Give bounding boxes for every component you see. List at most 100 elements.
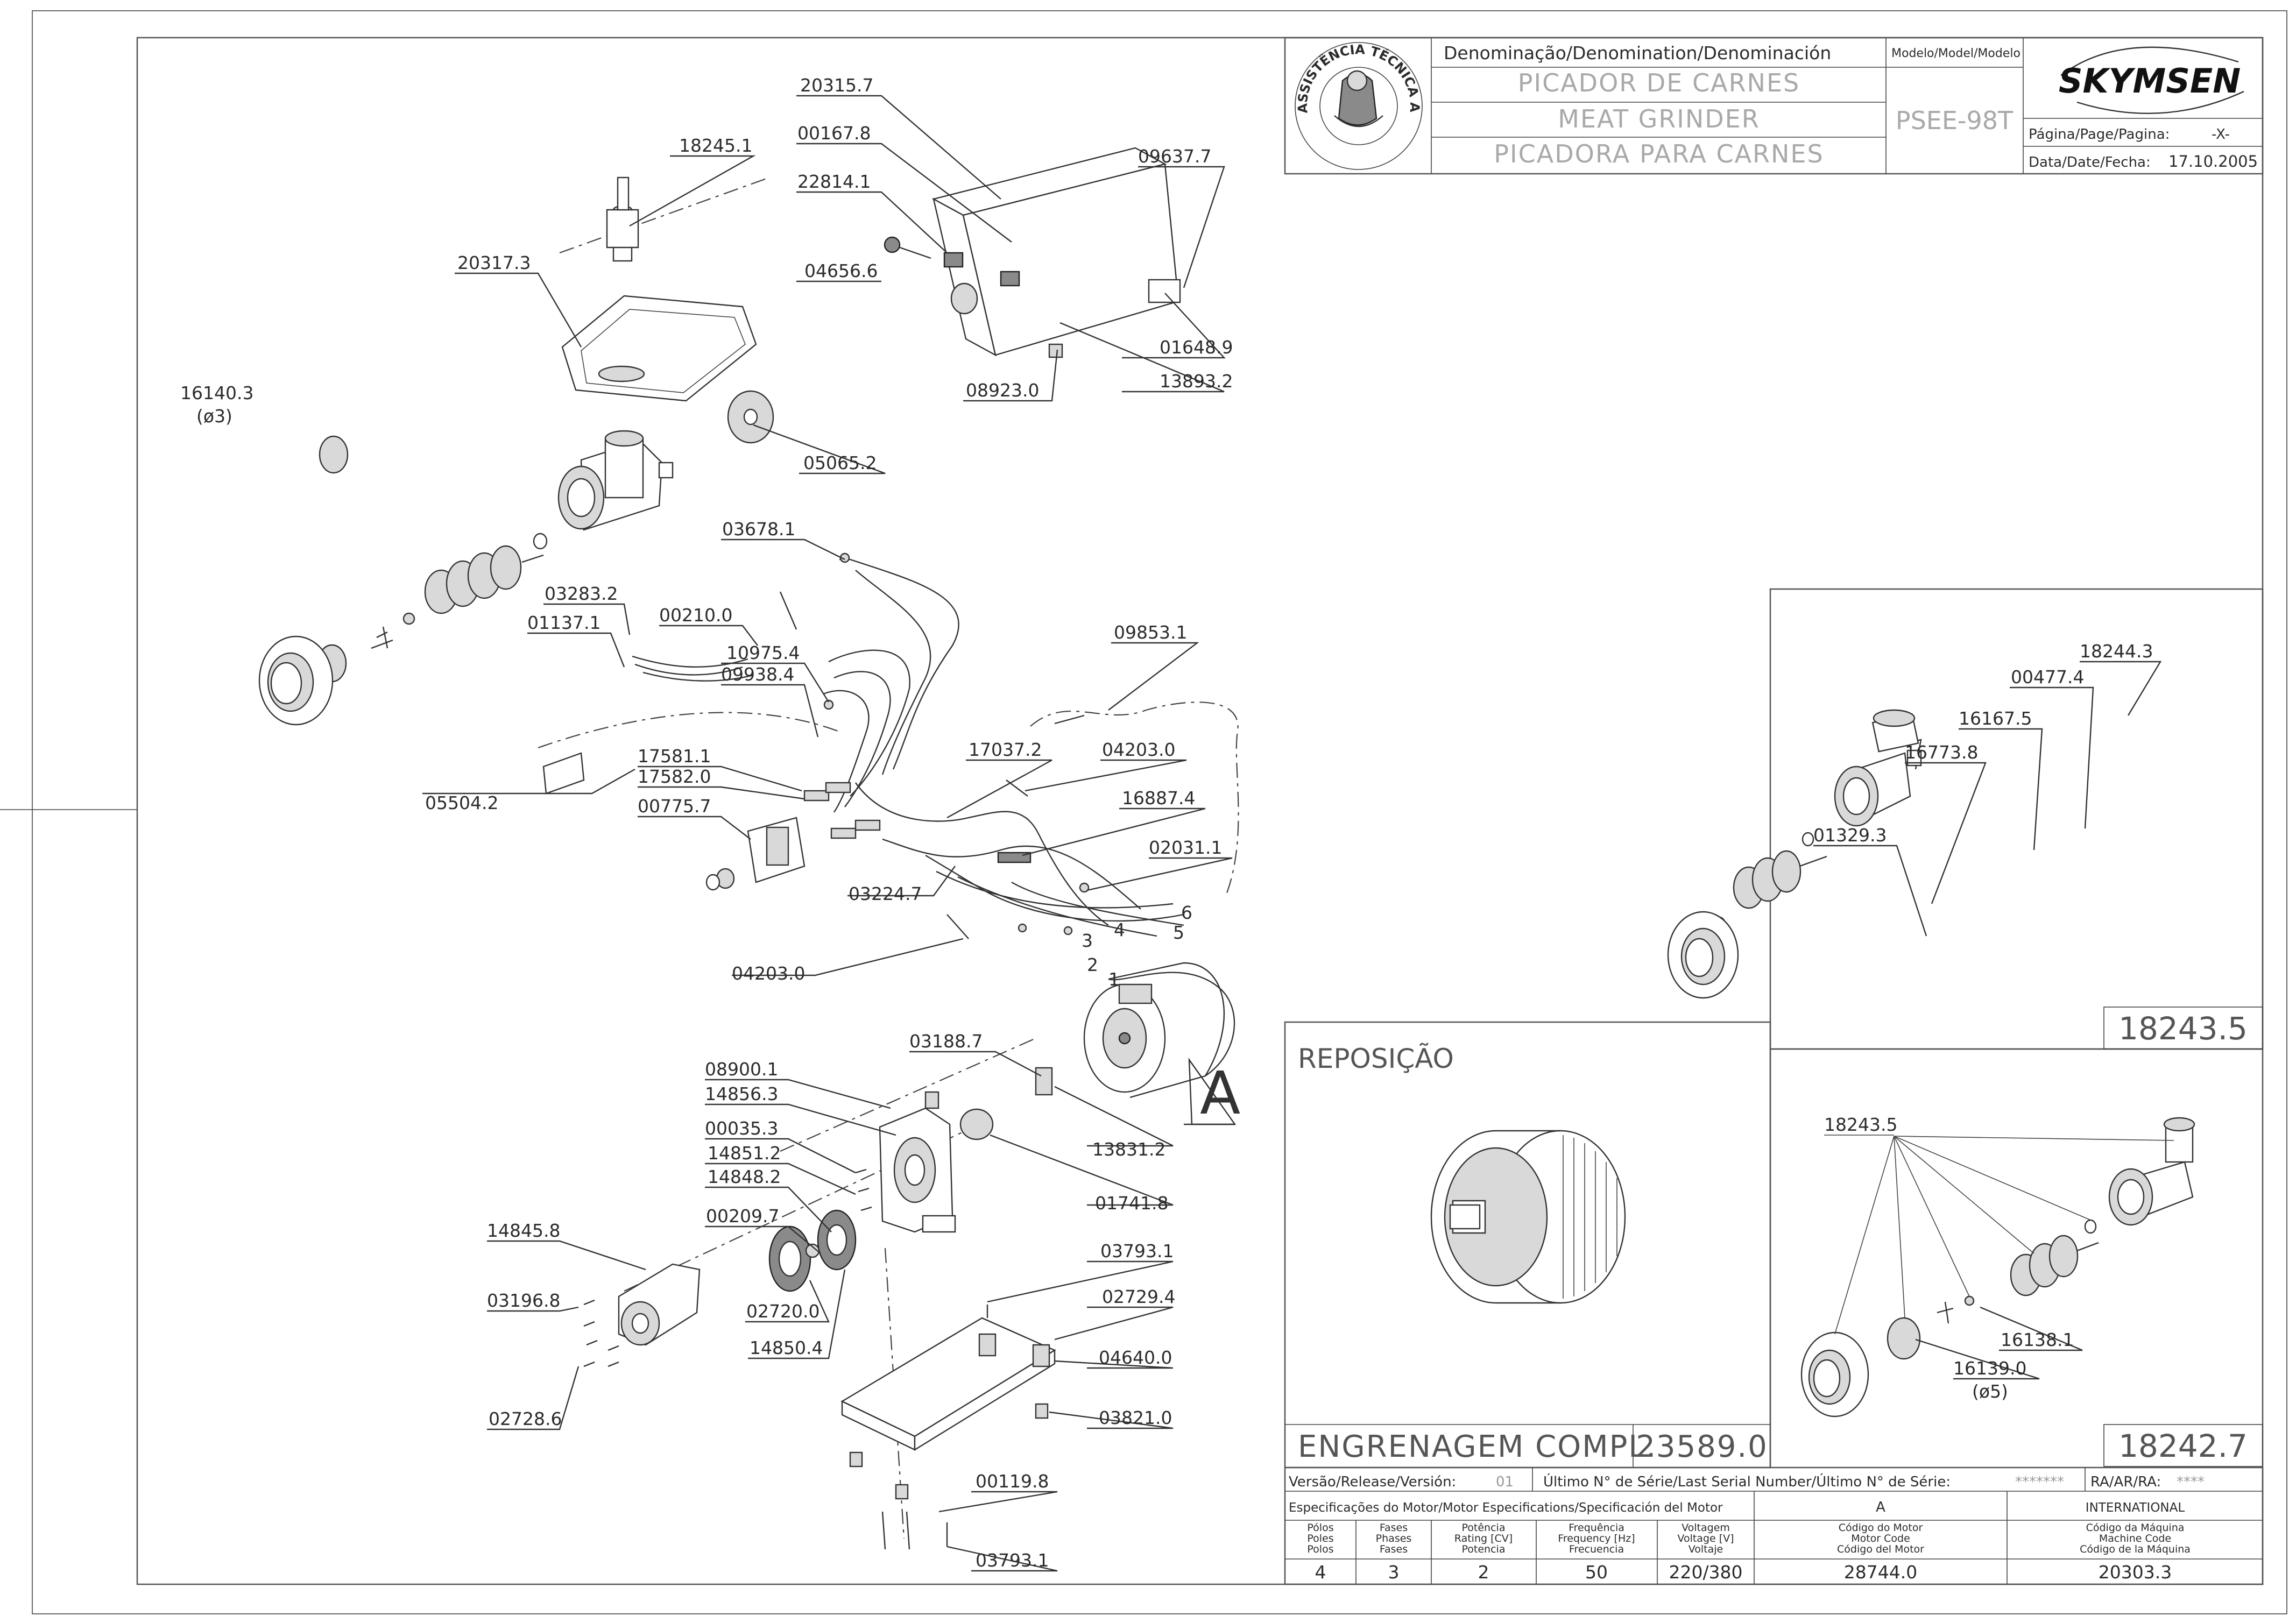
spec-col-frequency: Frequência Frequency [Hz] Frecuencia: [1558, 1522, 1635, 1555]
reposicao-title: REPOSIÇÃO: [1298, 1043, 1454, 1074]
spec-value-poles: 4: [1315, 1562, 1326, 1583]
label-dia-5: (ø5): [1972, 1381, 2008, 1402]
label-08900-1: 08900.1: [705, 1059, 778, 1080]
seal-ring-part: [959, 1108, 994, 1140]
ra-label: RA/AR/RA:: [2090, 1474, 2161, 1490]
label-20315-7: 20315.7: [800, 75, 873, 96]
callouts: 20315.7 00167.8 22814.1 04656.6 09637.7 …: [180, 75, 1233, 1572]
serial-label: Último N° de Série/Last Serial Number/Úl…: [1543, 1473, 1951, 1490]
gearbox-part: [879, 1091, 956, 1233]
label-16138-1: 16138.1: [2001, 1329, 2074, 1350]
label-00035-3: 00035.3: [705, 1118, 778, 1139]
label-17582-0: 17582.0: [638, 766, 711, 787]
label-14845-8: 14845.8: [487, 1220, 560, 1241]
label-14850-4: 14850.4: [750, 1337, 823, 1358]
motor-spec-table: Versão/Release/Versión: 01 Último N° de …: [1284, 1466, 2264, 1585]
label-01648-9: 01648.9: [1160, 337, 1233, 358]
label-02720-0: 02720.0: [746, 1301, 820, 1322]
kit-18242-panel: 18243.5 16138.1 16139.0 (ø5) 18242.7: [1800, 1114, 2248, 1464]
sieve-plate-part: [319, 435, 349, 474]
svg-text:Código del Motor: Código del Motor: [1837, 1543, 1924, 1555]
feed-tray-part: [561, 176, 757, 402]
outer-border: [32, 10, 2287, 1614]
label-13893-2: 13893.2: [1160, 371, 1233, 392]
svg-text:Phases: Phases: [1376, 1533, 1412, 1544]
name-en: MEAT GRINDER: [1558, 104, 1760, 133]
label-04656-6: 04656.6: [804, 260, 878, 281]
label-00210-0: 00210.0: [659, 605, 732, 626]
label-02728-6: 02728.6: [489, 1408, 562, 1429]
label-05504-2: 05504.2: [425, 792, 498, 813]
seal-text: ASSISTÊNCIA TÉCNICA AUTORIZADA: [0, 0, 1422, 114]
label-22814-1: 22814.1: [797, 171, 871, 192]
kit-18243-code: 18243.5: [2118, 1010, 2248, 1047]
label-04640-0: 04640.0: [1099, 1347, 1172, 1368]
label-16773-8: 16773.8: [1905, 742, 1978, 763]
label-14848-2: 14848.2: [708, 1166, 781, 1187]
label-09637-7: 09637.7: [1138, 146, 1211, 167]
label-00775-7: 00775.7: [638, 796, 711, 817]
wire-numbers: 1 2 3 4 5 6: [1082, 902, 1192, 990]
switch-part: [705, 782, 881, 891]
svg-text:Machine Code: Machine Code: [2099, 1533, 2171, 1544]
model-header: Modelo/Model/Modelo: [1891, 47, 2021, 60]
date-label: Data/Date/Fecha:: [2029, 154, 2151, 171]
svg-text:Potência: Potência: [1462, 1522, 1506, 1534]
svg-text:4: 4: [1114, 919, 1125, 940]
title-block: ASSISTÊNCIA TÉCNICA AUTORIZADA Denominaç…: [0, 0, 2264, 175]
serial-value: *******: [2015, 1474, 2064, 1490]
label-00167-8: 00167.8: [797, 123, 871, 144]
svg-text:6: 6: [1181, 902, 1192, 923]
svg-text:Voltaje: Voltaje: [1689, 1543, 1723, 1555]
motor-spec-header: Especificações do Motor/Motor Especifica…: [1289, 1501, 1723, 1515]
label-03283-2: 03283.2: [545, 583, 618, 604]
page-value: -X-: [2212, 126, 2230, 143]
grinder-body-part: [533, 430, 674, 550]
reposicao-item-code: 23589.0: [1636, 1429, 1768, 1464]
svg-text:Voltage [V]: Voltage [V]: [1677, 1533, 1734, 1544]
label-14856-3: 14856.3: [705, 1083, 778, 1104]
svg-text:Frecuencia: Frecuencia: [1569, 1543, 1624, 1555]
svg-text:Fases: Fases: [1380, 1543, 1408, 1555]
label-03188-7: 03188.7: [909, 1031, 983, 1052]
label-16140-3: 16140.3: [180, 382, 253, 403]
date-value: 17.10.2005: [2168, 152, 2258, 171]
spec-col-phases: Fases Phases Fases: [1376, 1522, 1412, 1555]
label-16887-4: 16887.4: [1122, 788, 1195, 809]
model-code: PSEE-98T: [1896, 106, 2014, 135]
label-sticker-part: [542, 752, 585, 795]
label-16139-0: 16139.0: [1953, 1358, 2026, 1379]
svg-text:Rating [CV]: Rating [CV]: [1454, 1533, 1513, 1544]
international-header: INTERNATIONAL: [2086, 1501, 2185, 1515]
gear-set-part: [768, 1209, 857, 1292]
label-01329-3: 01329.3: [1813, 825, 1887, 846]
base-plate-part: [840, 1317, 1056, 1550]
auger-screw-part: [424, 545, 544, 614]
label-20317-3: 20317.3: [457, 252, 531, 273]
label-03678-1: 03678.1: [722, 519, 795, 540]
label-18244-3: 18244.3: [2080, 641, 2153, 662]
spec-col-rating: Potência Rating [CV] Potencia: [1454, 1522, 1513, 1555]
denomination-header: Denominação/Denomination/Denominación: [1444, 42, 1831, 63]
motor-letter: A: [1876, 1499, 1885, 1515]
label-08923-0: 08923.0: [966, 380, 1039, 401]
svg-text:Código do Motor: Código do Motor: [1839, 1522, 1923, 1534]
label-00477-4: 00477.4: [2011, 667, 2084, 688]
label-04203-0-top: 04203.0: [1102, 739, 1175, 760]
label-17037-2: 17037.2: [969, 739, 1042, 760]
brand-logo: SKYMSEN: [2059, 46, 2244, 115]
cutter-set-part: [258, 612, 415, 726]
kit-18242-code: 18242.7: [2118, 1428, 2248, 1464]
spec-value-motor-code: 28744.0: [1844, 1562, 1917, 1583]
label-dia-3: (ø3): [196, 406, 232, 427]
label-18243-5: 18243.5: [1824, 1114, 1897, 1135]
svg-text:SKYMSEN: SKYMSEN: [2059, 61, 2241, 101]
kit-panels: [1284, 588, 2264, 1469]
label-04203-0-bottom: 04203.0: [732, 963, 805, 984]
spec-value-rating: 2: [1478, 1562, 1489, 1583]
svg-text:Potencia: Potencia: [1462, 1543, 1506, 1555]
label-01137-1: 01137.1: [527, 612, 601, 633]
spec-col-motor-code: Código do Motor Motor Code Código del Mo…: [1837, 1522, 1924, 1555]
svg-text:Polos: Polos: [1307, 1543, 1333, 1555]
